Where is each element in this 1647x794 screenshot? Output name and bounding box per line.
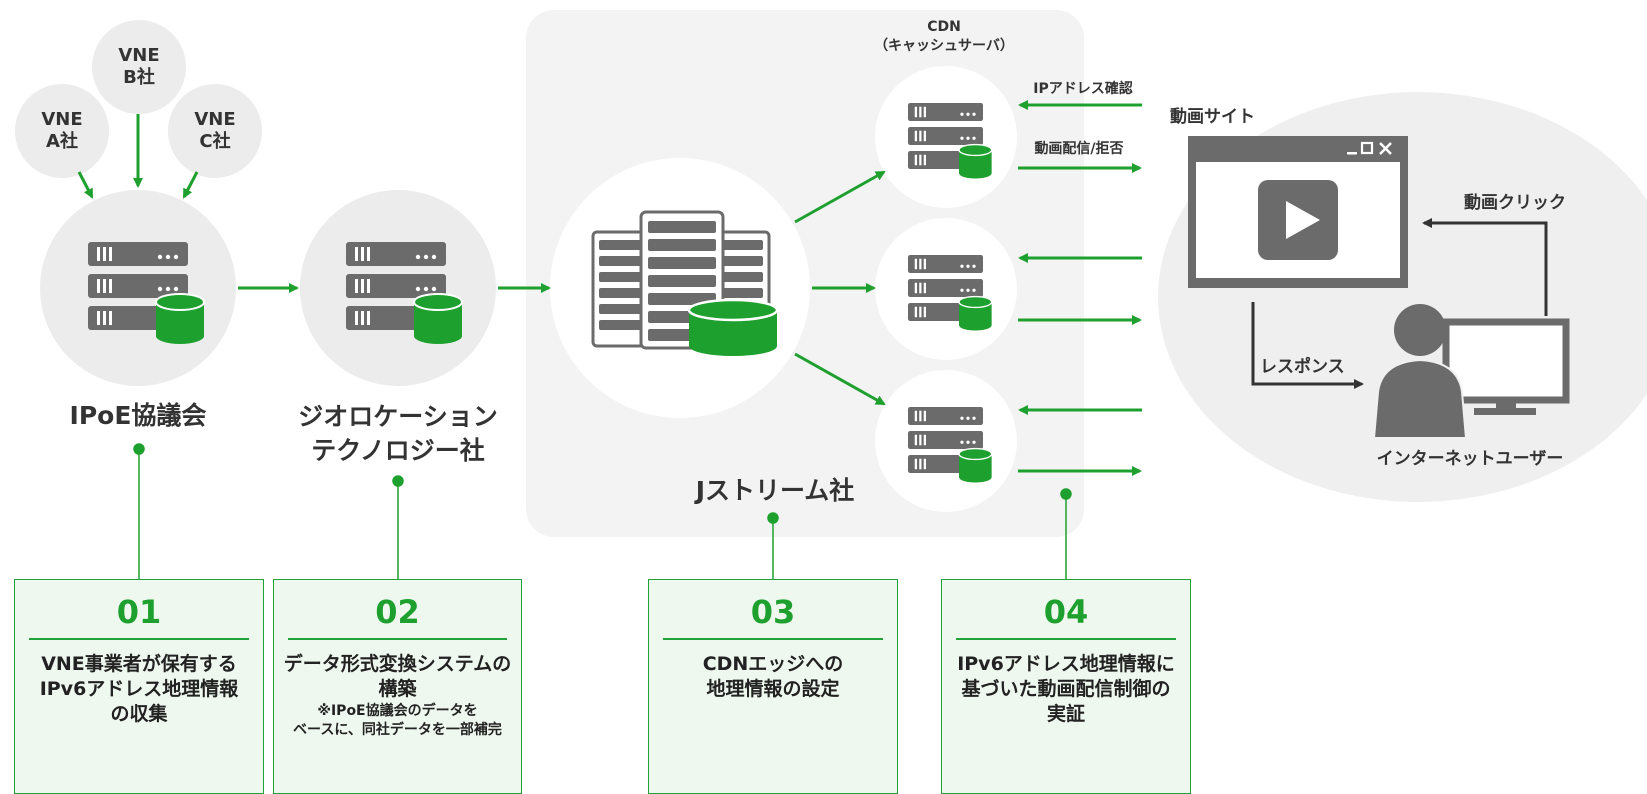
ipoe-label: IPoE協議会: [69, 401, 207, 430]
geo-db-icon: [413, 293, 463, 345]
ip-check-label: IPアドレス確認: [1033, 81, 1133, 97]
flow-arrows: [77, 100, 1142, 476]
video-site-label: 動画サイト: [1170, 107, 1255, 127]
step-box-01: 01 VNE事業者が保有する IPv6アドレス地理情報 の収集: [14, 579, 264, 794]
step-note: ※IPoE協議会のデータを ベースに、同社データを一部補完: [293, 702, 502, 738]
step-box-04: 04 IPv6アドレス地理情報に 基づいた動画配信制御の 実証: [941, 579, 1191, 794]
jstream-db-icon: [687, 298, 779, 356]
user-label: インターネットユーザー: [1376, 449, 1564, 469]
step-text: IPv6アドレス地理情報に 基づいた動画配信制御の 実証: [957, 652, 1175, 725]
step-number: 04: [1043, 593, 1089, 631]
vne-b-label: VNE B社: [118, 45, 160, 88]
step-text: VNE事業者が保有する IPv6アドレス地理情報 の収集: [39, 652, 239, 725]
vne-a-circle: VNE A社: [15, 84, 109, 178]
step-divider: [29, 638, 249, 640]
step-box-02: 02 データ形式変換システムの 構築 ※IPoE協議会のデータを ベースに、同社…: [273, 579, 522, 794]
step-number: 02: [375, 593, 420, 631]
ipoe-db-icon: [155, 293, 205, 345]
step-divider: [663, 638, 883, 640]
user-action-arrows: [1251, 218, 1548, 389]
vne-a-label: VNE A社: [41, 109, 83, 152]
step-text: CDNエッジへの 地理情報の設定: [702, 652, 844, 700]
geo-label: ジオロケーション テクノロジー社: [298, 402, 498, 465]
step-text: データ形式変換システムの 構築: [283, 652, 512, 700]
vne-c-label: VNE C社: [194, 109, 236, 152]
step-divider: [956, 638, 1176, 640]
cdn-label: CDN （キャッシュサーバ）: [874, 19, 1014, 54]
cdn-db-icon-2: [958, 295, 993, 332]
click-label: 動画クリック: [1464, 193, 1566, 213]
jstream-label: Jストリーム社: [695, 476, 855, 505]
cdn-db-icon-3: [958, 447, 993, 484]
step-connectors: [133, 443, 1072, 580]
cdn-db-icon-1: [958, 143, 993, 180]
delivery-label: 動画配信/拒否: [1034, 141, 1124, 157]
step-divider: [288, 638, 507, 640]
vne-b-circle: VNE B社: [92, 20, 186, 114]
step-number: 01: [116, 593, 162, 631]
video-site-window-icon: [1188, 136, 1408, 288]
vne-c-circle: VNE C社: [168, 84, 262, 178]
user-with-monitor-icon: [1372, 304, 1570, 439]
response-label: レスポンス: [1260, 357, 1345, 377]
step-box-03: 03 CDNエッジへの 地理情報の設定: [648, 579, 898, 794]
step-number: 03: [750, 593, 796, 631]
